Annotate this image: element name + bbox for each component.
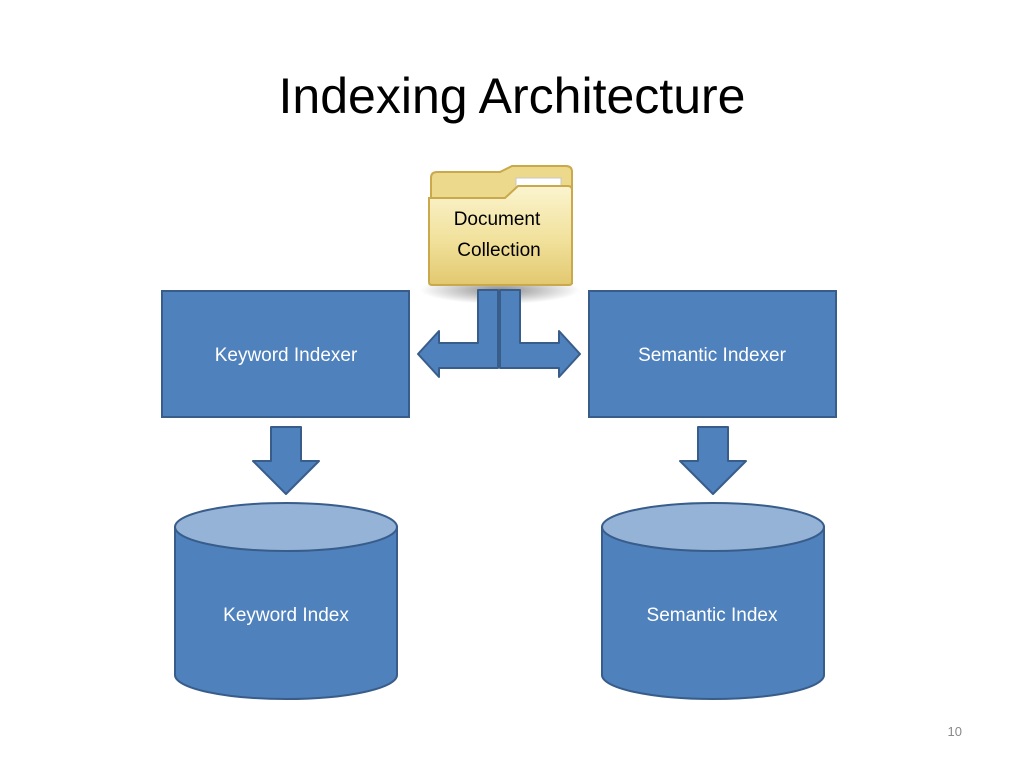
semantic-index-node: Semantic Index (601, 502, 825, 700)
keyword-index-label: Keyword Index (223, 605, 349, 626)
left-branch-arrow-icon (417, 289, 499, 378)
database-cylinder-icon (174, 502, 398, 700)
semantic-indexer-box (588, 290, 837, 418)
keyword-indexer-label: Keyword Indexer (215, 345, 358, 366)
keyword-down-arrow-icon (252, 426, 320, 495)
semantic-index-label: Semantic Index (647, 605, 778, 626)
right-branch-arrow-icon (499, 289, 581, 378)
keyword-index-node: Keyword Index (174, 502, 398, 700)
keyword-indexer-node: Keyword Indexer (161, 290, 410, 418)
document-collection-label-line2: Collection (457, 240, 540, 261)
split-arrow (417, 289, 581, 378)
semantic-down-arrow-icon (679, 426, 747, 495)
document-collection-node: Document Collection (420, 165, 580, 304)
semantic-indexer-label: Semantic Indexer (638, 345, 787, 366)
slide-number: 10 (947, 724, 962, 739)
document-collection-label-line1: Document (454, 209, 541, 230)
slide-title: Indexing Architecture (278, 68, 746, 124)
semantic-indexer-node: Semantic Indexer (588, 290, 837, 418)
keyword-indexer-box (161, 290, 410, 418)
database-cylinder-icon (601, 502, 825, 700)
folder-icon (428, 165, 573, 286)
